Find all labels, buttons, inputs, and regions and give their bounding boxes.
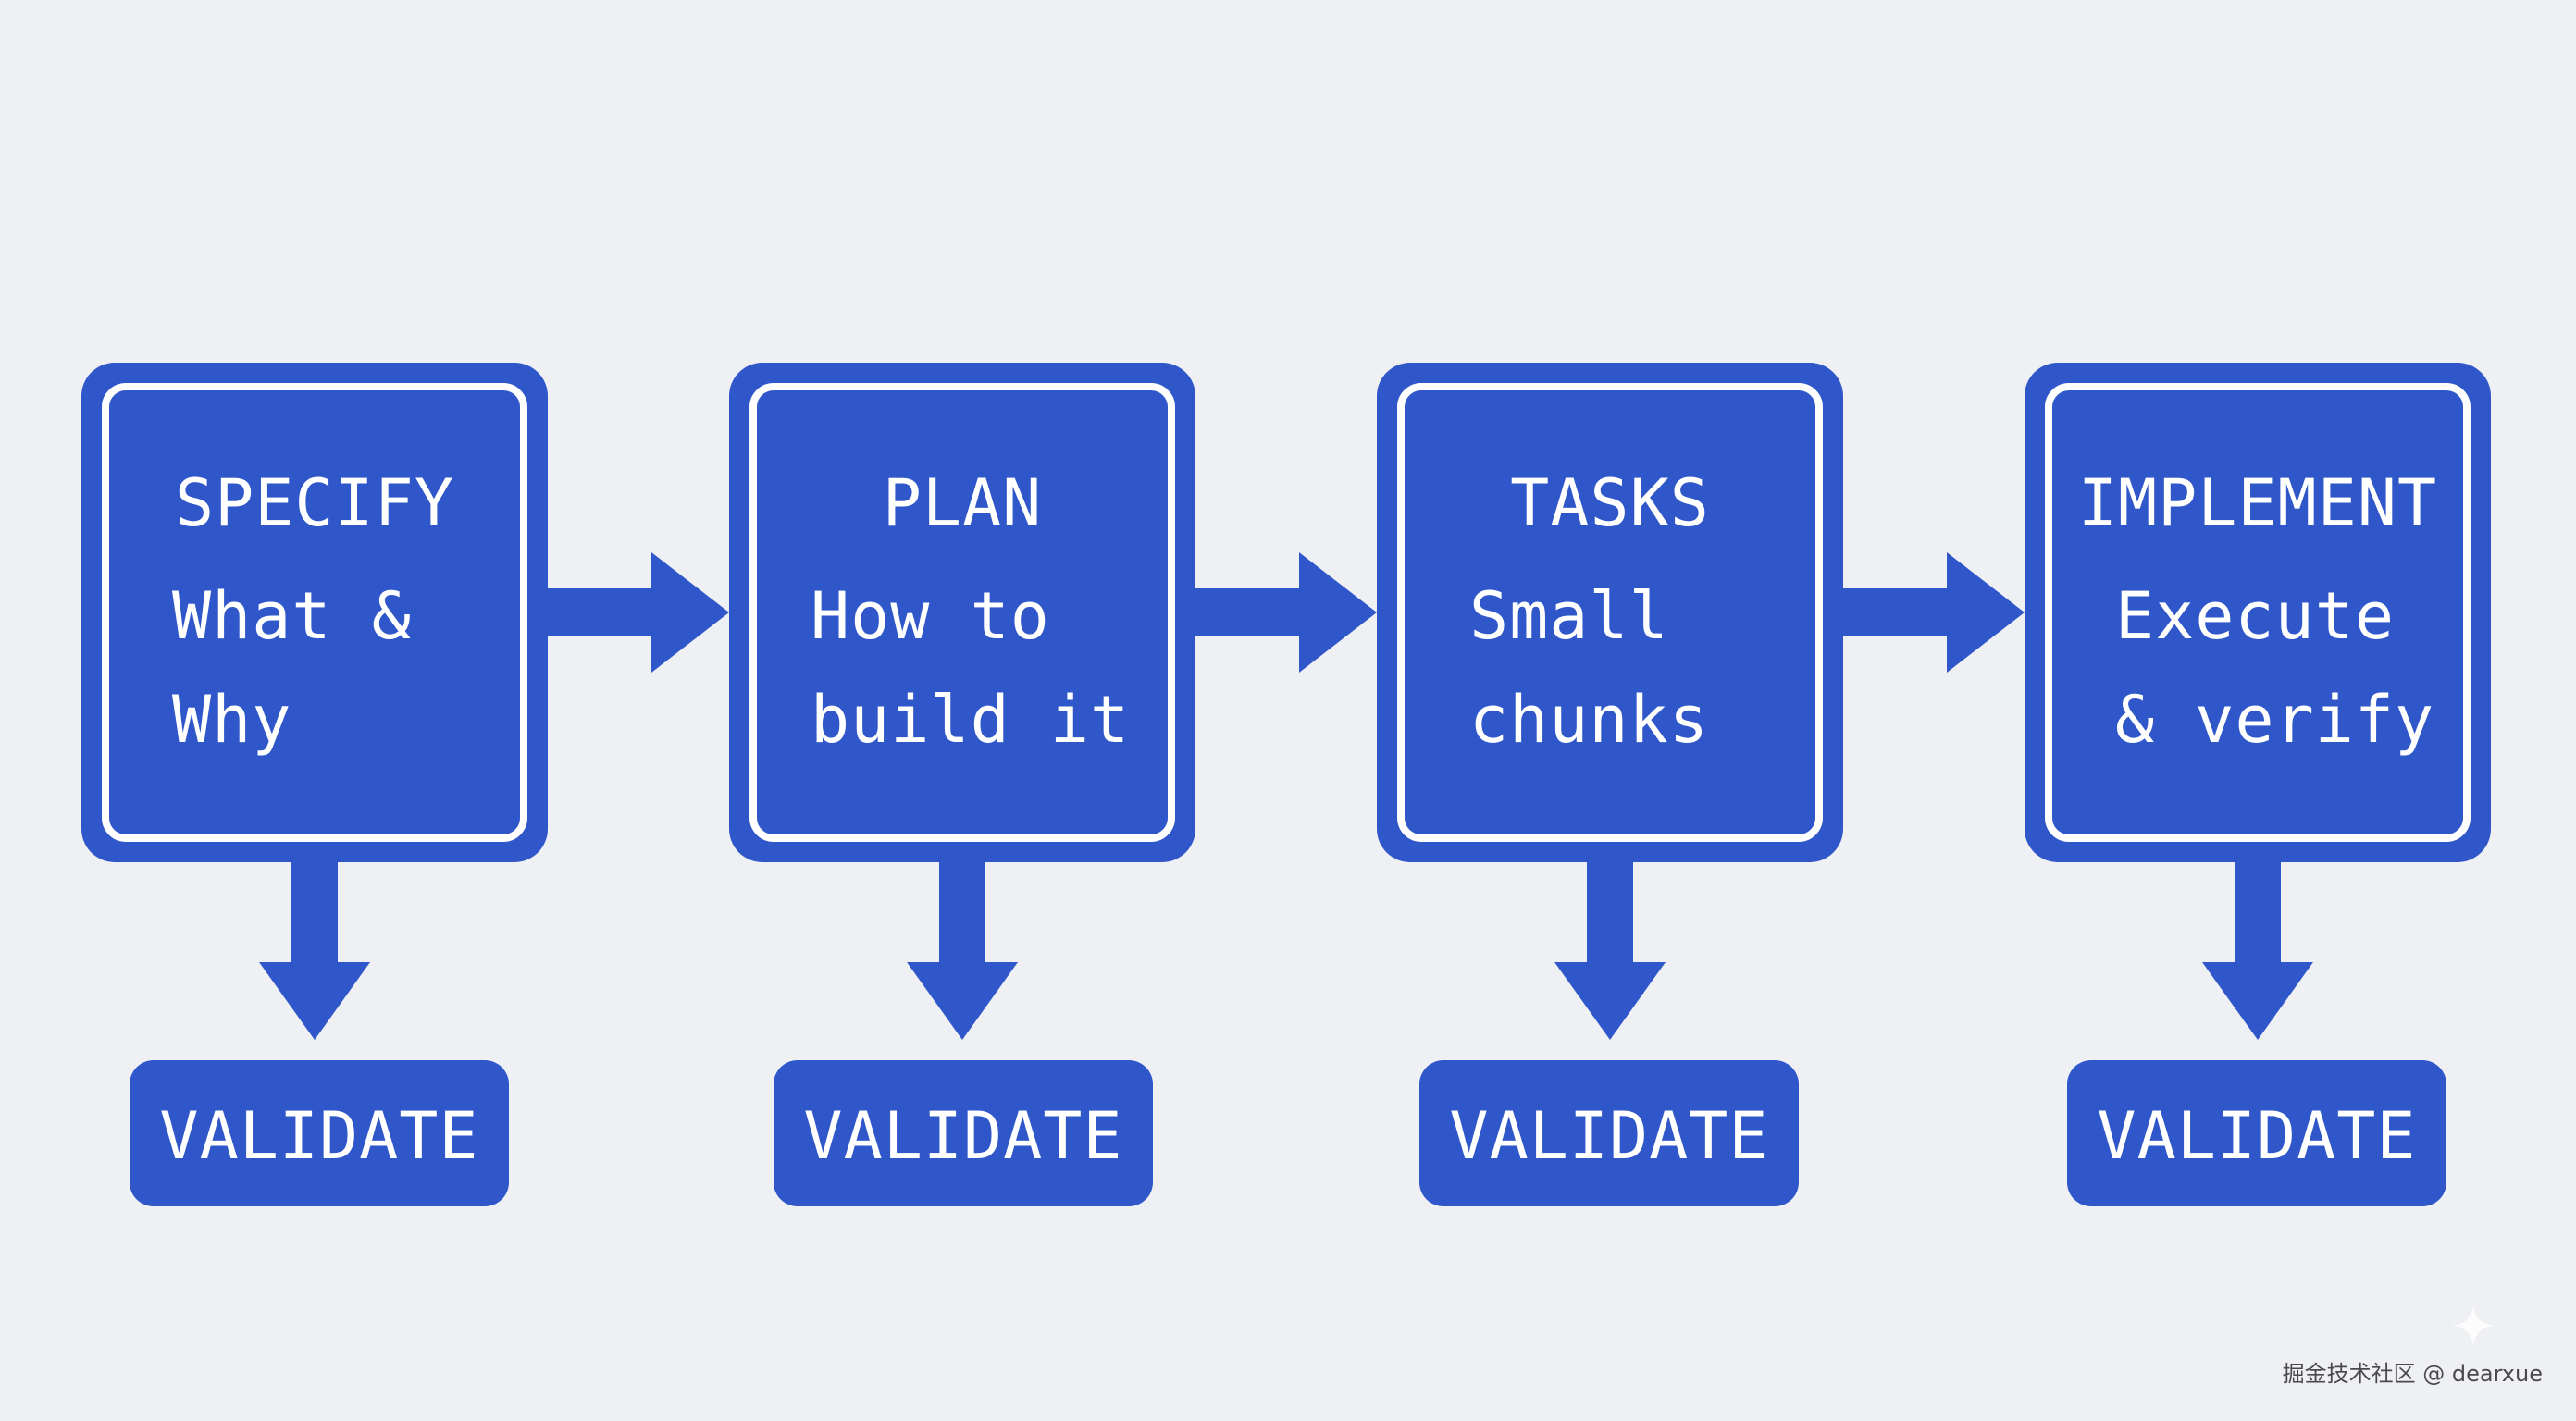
validate-box [774,1060,1153,1206]
stage-description-line: What & [172,578,412,654]
right-arrow [548,552,729,673]
stage-inner-border [102,383,527,842]
validate-label: VALIDATE [803,1098,1122,1174]
validate-box [1419,1060,1799,1206]
stage-box [2025,363,2491,862]
right-arrow [1843,552,2025,673]
stage-title: IMPLEMENT [2078,465,2437,541]
stage-box [1377,363,1843,862]
stage-description-line: Why [172,682,291,758]
down-arrow [1554,862,1666,1040]
stage-box [81,363,548,862]
validate-box [2067,1060,2446,1206]
stage-description-line: Execute [2115,578,2395,654]
stage-description-line: build it [811,682,1130,758]
validate-box [130,1060,509,1206]
down-arrow [259,862,370,1040]
stage-inner-border [2045,383,2471,842]
stage-inner-border [749,383,1175,842]
stage-inner-border [1397,383,1823,842]
stage-description-line: chunks [1469,682,1709,758]
validate-label: VALIDATE [1449,1098,1768,1174]
stage-description-line: Small [1469,578,1669,654]
stage-box [729,363,1195,862]
watermark: 掘金技术社区 @ dearxue [2282,1361,2543,1387]
stage-title: SPECIFY [175,465,454,541]
right-arrow [1195,552,1377,673]
stage-2: PLAN How to build it VALIDATE [729,363,1195,1206]
stage-title: TASKS [1510,465,1710,541]
validate-label: VALIDATE [2097,1098,2416,1174]
stage-description-line: & verify [2115,682,2434,758]
down-arrow [907,862,1018,1040]
sparkle-icon [2452,1304,2495,1347]
validate-label: VALIDATE [159,1098,478,1174]
stage-description-line: How to [811,578,1050,654]
down-arrow [2202,862,2313,1040]
stage-title: PLAN [883,465,1043,541]
